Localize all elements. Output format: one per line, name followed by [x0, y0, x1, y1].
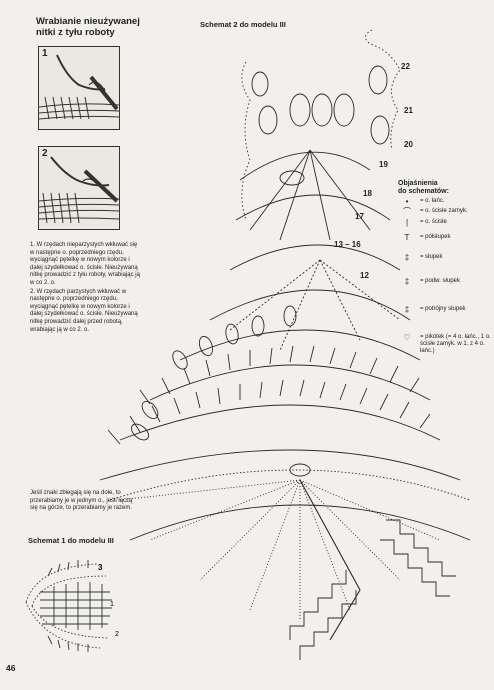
row-number-13-16: 13 – 16 — [334, 240, 361, 249]
legend-title-line2: do schematów: — [398, 188, 449, 195]
instruction-step-1: 1. W rzędach nieparzystych wkłuwać się w… — [30, 242, 140, 286]
illustration-panel-1: 1 — [38, 46, 120, 130]
legend-item-text: = o. ścisłe zamyk. — [420, 208, 468, 214]
instructions: 1. W rzędach nieparzystych wkłuwać się w… — [30, 242, 142, 335]
vertical-bar-icon: | — [405, 218, 409, 227]
row-number-12: 12 — [360, 271, 369, 280]
crochet-hook-illustration-1 — [39, 54, 119, 120]
schemat1-row-1: 1 — [110, 601, 114, 608]
row-number-18: 18 — [363, 189, 372, 198]
legend-item-double: ‡ = słupek — [398, 253, 492, 262]
row-number-22: 22 — [401, 62, 410, 71]
row-number-19: 19 — [379, 160, 388, 169]
schemat1-title: Schemat 1 do modelu III — [28, 536, 114, 545]
legend-title: Objaśnienia do schematów: — [398, 180, 468, 196]
t-stitch-icon: T — [404, 233, 410, 242]
dot-icon: • — [405, 197, 409, 206]
arc-icon: ⌒ — [403, 207, 411, 216]
cross-stitch-icon: ‡ — [404, 253, 410, 262]
triple-cross-icon: ‡ — [404, 305, 410, 314]
row-number-20: 20 — [404, 140, 413, 149]
legend-item-text: = słupek — [420, 254, 443, 260]
schemat1-row-3: 3 — [98, 563, 103, 572]
crochet-hook-illustration-2 — [39, 156, 119, 224]
legend-item-treble: ‡ = podw. słupek — [398, 277, 492, 286]
legend-item-slip-stitch: ⌒ = o. ścisłe zamyk. — [398, 207, 492, 216]
schemat1-row-2: 2 — [115, 631, 119, 638]
legend-item-chain: • = o. łańc. — [398, 197, 492, 206]
legend-item-picot: ♡ = pikotek (= 4 o. łańc., 1 o. ścisłe z… — [398, 334, 492, 355]
legend-item-text: = potrójny słupek — [420, 306, 466, 312]
legend-item-single-crochet: | = o. ścisłe — [398, 218, 492, 227]
legend-item-half-double: T = półsłupek — [398, 233, 492, 242]
legend-item-text: = o. łańc. — [420, 198, 445, 204]
legend-item-text: = podw. słupek — [420, 278, 460, 284]
legend-item-text: = o. ścisłe — [420, 219, 447, 225]
panel-number: 2 — [42, 148, 48, 159]
section-title-line1: Wrabianie nieużywanej — [36, 16, 140, 27]
legend-item-triple-treble: ‡ = potrójny słupek — [398, 305, 492, 314]
section-title: Wrabianie nieużywanej nitki z tyłu robot… — [36, 16, 146, 38]
section-title-line2: nitki z tyłu roboty — [36, 27, 115, 38]
schemat1-diagram: 3 2 1 — [25, 560, 119, 652]
legend-title-line1: Objaśnienia — [398, 180, 438, 187]
schemat2-title: Schemat 2 do modelu III — [200, 20, 286, 29]
instruction-step-2: 2. W rzędach parzystych wkłuwać w następ… — [30, 288, 138, 333]
illustration-panel-2: 2 — [38, 146, 120, 230]
double-cross-icon: ‡ — [404, 277, 410, 286]
legend-item-text: = półsłupek — [420, 234, 451, 240]
joining-note: Jeśli znaki zbiegają się na dole, to prz… — [30, 490, 133, 512]
picot-icon: ♡ — [403, 333, 411, 342]
row-number-21: 21 — [404, 106, 413, 115]
page-number: 46 — [6, 663, 16, 673]
panel-number: 1 — [42, 48, 48, 59]
legend-item-text: = pikotek (= 4 o. łańc., 1 o. ścisłe zam… — [420, 334, 491, 354]
row-number-17: 17 — [355, 212, 364, 221]
